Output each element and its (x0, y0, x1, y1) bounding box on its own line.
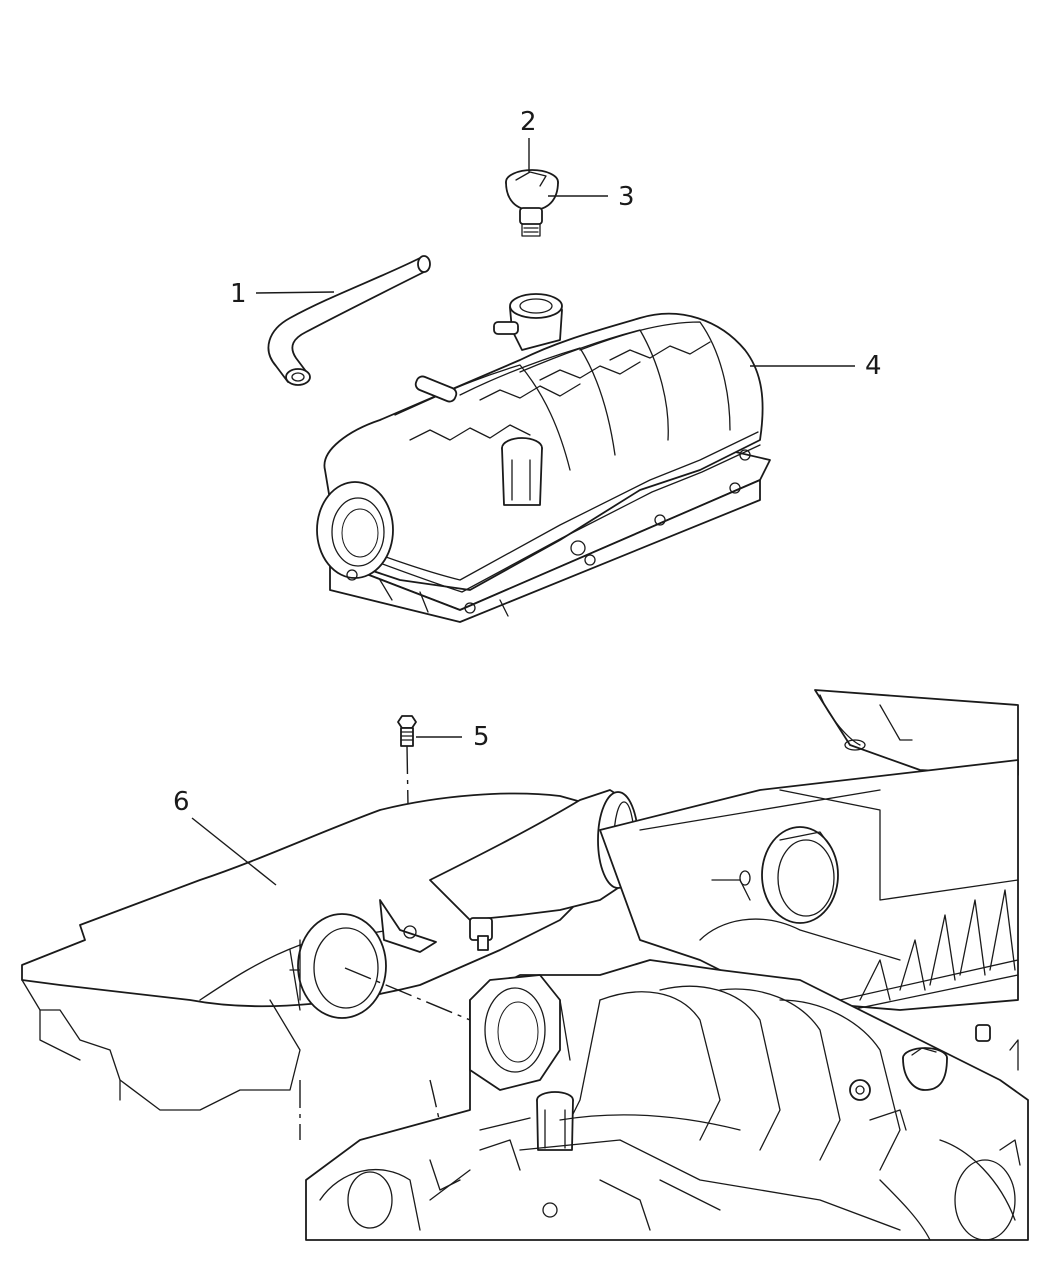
callout-label-3: 3 (618, 182, 635, 212)
intake-manifold-part[interactable] (316, 293, 771, 623)
callout-label-1: 1 (230, 279, 247, 309)
engine-assembly (299, 689, 1029, 1241)
callout-label-5: 5 (473, 722, 490, 752)
callout-label-2: 2 (520, 107, 537, 137)
callout-3: 3 (548, 182, 635, 212)
vacuum-hose-part[interactable] (267, 255, 431, 386)
callout-5: 5 (416, 722, 490, 752)
callout-2: 2 (520, 107, 537, 172)
callout-1: 1 (230, 279, 335, 309)
pcv-valve-part[interactable] (505, 169, 559, 237)
callout-4: 4 (750, 351, 882, 381)
callout-label-4: 4 (865, 351, 882, 381)
callout-6: 6 (173, 787, 277, 886)
callout-label-6: 6 (173, 787, 190, 817)
air-resonator-part[interactable] (21, 789, 639, 1111)
